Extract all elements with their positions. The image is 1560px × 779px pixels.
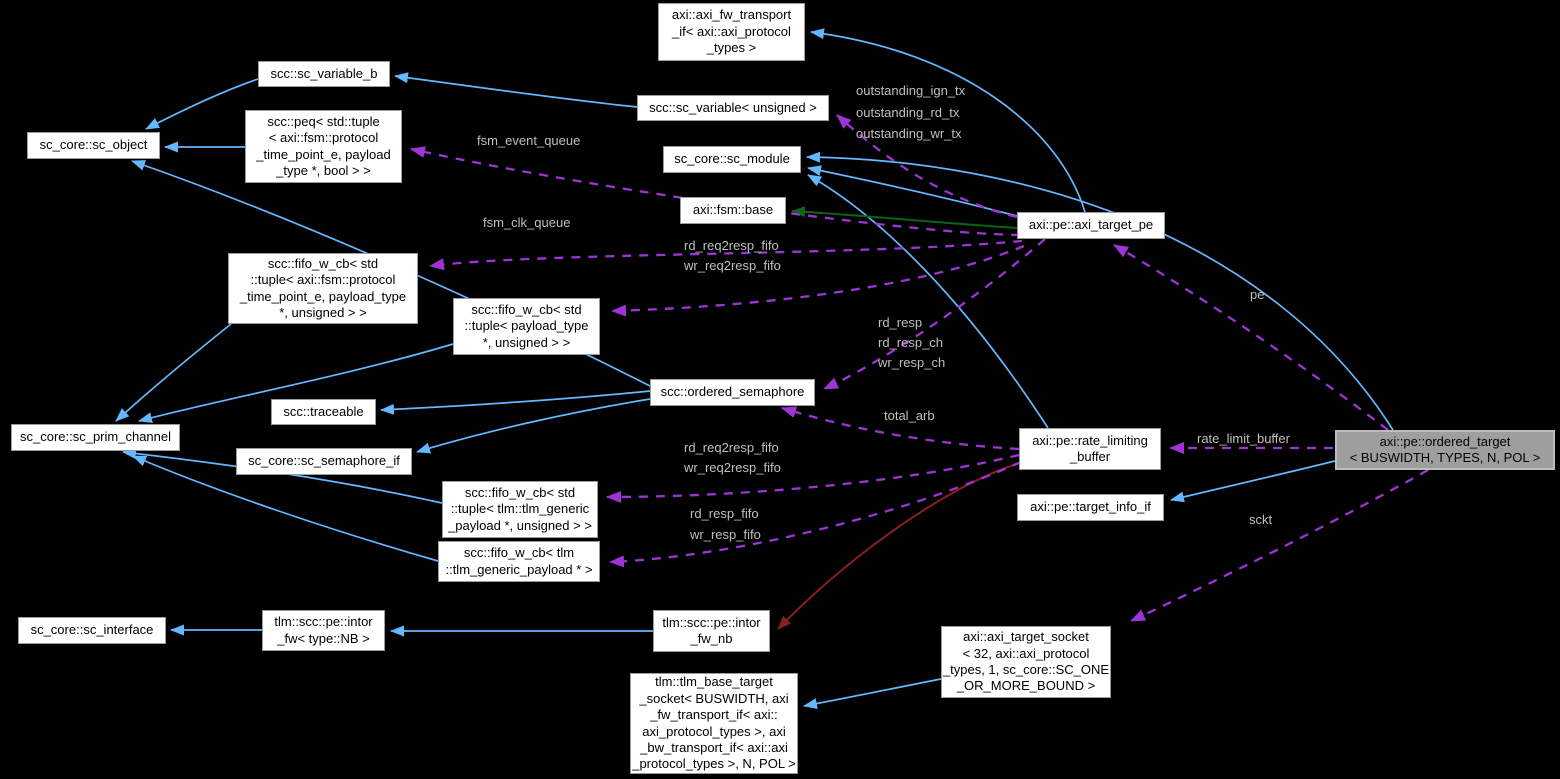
node-axi-axi-target-socket[interactable]: axi::axi_target_socket < 32, axi::axi_pr… <box>941 626 1111 698</box>
edge-inherit-scvariableb-scobject <box>145 78 259 130</box>
edge-protected-axitargetpe-fsmbase <box>791 206 1018 229</box>
edge-usage-sckt-axitargetsocket <box>1130 468 1429 623</box>
edge-label-wr-req2resp-fifo-pe: wr_req2resp_fifo <box>683 258 781 273</box>
node-scc-peq[interactable]: scc::peq< std::tuple < axi::fsm::protoco… <box>245 110 402 183</box>
node-axi-pe-ordered-target[interactable]: axi::pe::ordered_target < BUSWIDTH, TYPE… <box>1335 430 1555 470</box>
node-axi-pe-rate-limiting-buffer[interactable]: axi::pe::rate_limiting _buffer <box>1019 428 1161 470</box>
edge-usage-req2resp-fifopayload <box>611 244 1025 317</box>
node-scc-fifo-w-cb-tlm-ptr[interactable]: scc::fifo_w_cb< tlm ::tlm_generic_payloa… <box>438 541 600 582</box>
node-scc-fifo-w-cb-tlm-tuple[interactable]: scc::fifo_w_cb< std ::tuple< tlm::tlm_ge… <box>442 481 598 538</box>
node-sc-core-sc-object[interactable]: sc_core::sc_object <box>27 132 160 159</box>
edge-label-rd-resp: rd_resp <box>878 315 922 330</box>
edge-label-wr-req2resp-fifo-rlb: wr_req2resp_fifo <box>683 460 781 475</box>
edge-label-pe: pe <box>1250 287 1264 302</box>
edge-label-outstanding-ign-tx: outstanding_ign_tx <box>856 83 966 98</box>
edge-inherit-fifotlmptr-scprimchannel <box>132 455 439 562</box>
edge-inherit-orderedtarget-targetinfoif <box>1170 460 1336 503</box>
node-scc-sc-variable-b[interactable]: scc::sc_variable_b <box>258 61 390 87</box>
edge-label-wr-resp-ch: wr_resp_ch <box>877 355 945 370</box>
edge-usage-rdresp-orderedsemaphore <box>823 238 1046 391</box>
edge-label-rd-resp-fifo: rd_resp_fifo <box>690 506 759 521</box>
edge-label-fsm-event-queue: fsm_event_queue <box>477 133 580 148</box>
edge-label-rd-req2resp-fifo-pe: rd_req2resp_fifo <box>684 238 779 253</box>
node-scc-sc-variable-unsigned[interactable]: scc::sc_variable< unsigned > <box>637 95 829 121</box>
edge-usage-pe-axitargetpe <box>1113 244 1389 431</box>
node-tlm-scc-pe-intor-fw[interactable]: tlm::scc::pe::intor _fw< type::NB > <box>262 610 385 651</box>
node-axi-fsm-base[interactable]: axi::fsm::base <box>680 197 786 224</box>
node-sc-core-sc-prim-channel[interactable]: sc_core::sc_prim_channel <box>11 424 180 451</box>
edge-label-wr-resp-fifo: wr_resp_fifo <box>689 527 761 542</box>
edge-label-fsm-clk-queue: fsm_clk_queue <box>483 215 570 230</box>
edge-inherit-fifopayload-scprimchannel <box>138 343 454 423</box>
edge-label-total-arb: total_arb <box>884 408 935 423</box>
edge-label-outstanding-wr-tx: outstanding_wr_tx <box>856 126 962 141</box>
node-axi-pe-axi-target-pe[interactable]: axi::pe::axi_target_pe <box>1017 212 1165 239</box>
edge-inherit-orderedtarget-scmodule <box>806 151 1394 431</box>
node-axi-fw-transport-if[interactable]: axi::axi_fw_transport _if< axi::axi_prot… <box>658 3 805 61</box>
node-sc-core-sc-module[interactable]: sc_core::sc_module <box>663 146 801 173</box>
node-axi-pe-target-info-if[interactable]: axi::pe::target_info_if <box>1017 494 1164 521</box>
edge-label-rd-resp-ch: rd_resp_ch <box>878 335 943 350</box>
node-scc-fifo-w-cb-fsm-tuple[interactable]: scc::fifo_w_cb< std ::tuple< axi::fsm::p… <box>228 253 418 324</box>
edge-label-rd-req2resp-fifo-rlb: rd_req2resp_fifo <box>684 440 779 455</box>
edge-usage-req2resp-fifotlmtuple <box>606 453 1020 503</box>
edge-label-outstanding-rd-tx: outstanding_rd_tx <box>856 105 960 120</box>
edge-inherit-orderedsemaphore-scsemaphoreif <box>416 398 651 454</box>
edge-usage-respfifo-fifotlmptr <box>609 460 1022 568</box>
node-sc-core-sc-interface[interactable]: sc_core::sc_interface <box>18 617 166 644</box>
edge-inherit-orderedsemaphore-traceable <box>380 390 651 415</box>
edge-usage-fsmclkqueue-fifofsm <box>429 239 1023 271</box>
edge-inherit-ratelimitingbuffer-scmodule <box>807 174 1049 429</box>
edge-usage-outstanding-scvariableunsigned <box>836 114 1018 219</box>
node-tlm-tlm-base-target-socket[interactable]: tlm::tlm_base_target _socket< BUSWIDTH, … <box>630 673 798 774</box>
edge-inherit-axitargetsocket-tlmbasesocket <box>803 678 942 710</box>
edge-inherit-fifofsm-scprimchannel <box>115 323 232 422</box>
node-tlm-scc-pe-intor-fw-nb[interactable]: tlm::scc::pe::intor _fw_nb <box>653 610 770 652</box>
node-scc-traceable[interactable]: scc::traceable <box>271 399 376 425</box>
edge-label-sckt: sckt <box>1249 512 1273 527</box>
edge-inherit-axitargetpe-fwtransportif <box>810 28 1086 213</box>
node-sc-core-sc-semaphore-if[interactable]: sc_core::sc_semaphore_if <box>236 448 412 475</box>
edge-label-rate-limit-buffer: rate_limit_buffer <box>1197 431 1291 446</box>
edge-inherit-scvariableunsigned-scvariableb <box>394 72 638 108</box>
node-scc-fifo-w-cb-payload-tuple[interactable]: scc::fifo_w_cb< std ::tuple< payload_typ… <box>453 298 600 355</box>
node-scc-ordered-semaphore[interactable]: scc::ordered_semaphore <box>650 379 815 406</box>
edge-inherit-axitargetpe-scmodule <box>807 165 1018 217</box>
